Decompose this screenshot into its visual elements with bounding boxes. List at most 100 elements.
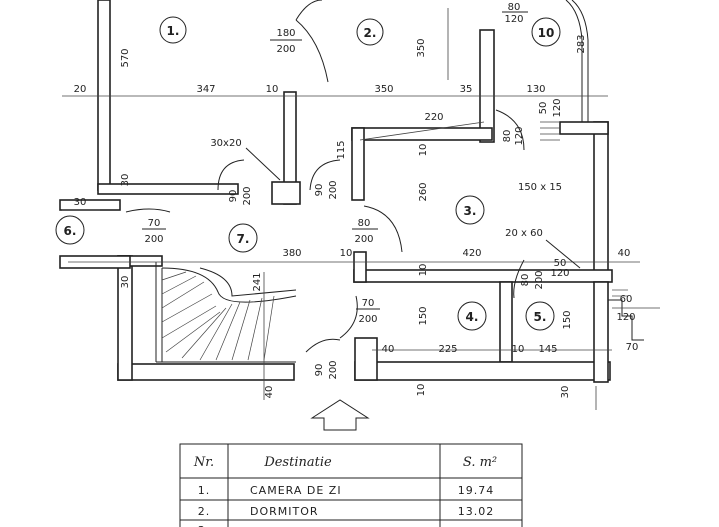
dim-420: 420 <box>462 248 481 259</box>
wall-curve-right <box>565 0 583 122</box>
dim-20: 20 <box>74 84 87 95</box>
dim-10e: 10 <box>512 344 525 355</box>
dim-220: 220 <box>424 112 443 123</box>
wall-stair-left <box>117 255 133 381</box>
table-row-1-dest: CAMERA DE ZI <box>250 484 342 497</box>
door-arc-room3-top <box>495 109 525 151</box>
room-4-label: 4. <box>466 310 479 324</box>
opening-70a: 70 <box>148 218 161 229</box>
table-header-surface: S. m² <box>463 455 497 470</box>
table-row-3-nr: 3. <box>198 524 211 527</box>
stairs-right <box>540 121 644 341</box>
wall-bottom-left <box>117 363 295 381</box>
opening-80b-200: 200 <box>534 270 545 289</box>
room-3-label: 3. <box>464 204 477 218</box>
room-labels: 1. 2. 10 3. 4. 5. 6. 7. <box>55 16 561 331</box>
room-3-circle <box>455 195 485 225</box>
table-row-1-nr: 1. <box>198 484 211 497</box>
table-row-1-s: 19.74 <box>458 484 495 497</box>
opening-80-side: 80 <box>502 130 513 143</box>
wall-left-room1 <box>97 0 111 191</box>
opening-150x15: 150 x 15 <box>518 182 562 193</box>
door-arc-room5 <box>513 259 525 299</box>
dim-10d: 10 <box>418 264 429 277</box>
dim-347: 347 <box>196 84 215 95</box>
table-header-destinatie: Destinatie <box>263 455 332 470</box>
room-10-label: 10 <box>538 26 555 40</box>
room-5-label: 5. <box>534 310 547 324</box>
dim-40b: 40 <box>382 344 395 355</box>
room-6-circle <box>55 215 85 245</box>
area-table: Nr. Destinatie S. m² 1. CAMERA DE ZI 19.… <box>179 443 523 527</box>
dim-130: 130 <box>526 84 545 95</box>
dim-380: 380 <box>282 248 301 259</box>
dim-10a: 10 <box>266 84 279 95</box>
table-row-2-dest: DORMITOR <box>250 505 319 518</box>
dim-10c: 10 <box>340 248 353 259</box>
wall-chimney <box>479 29 495 143</box>
room-4-circle <box>457 301 487 331</box>
dim-30b: 30 <box>120 174 131 187</box>
dim-150b: 150 <box>562 310 573 329</box>
door-arc-a <box>309 159 341 191</box>
opening-30x20: 30x20 <box>210 138 241 149</box>
dim-570: 570 <box>120 48 131 67</box>
door-arc-room2 <box>295 19 329 83</box>
door-arc-room6 <box>125 208 171 213</box>
dimension-text: 570 350 283 20 347 10 350 35 130 220 50 … <box>74 34 639 398</box>
wall-room3-left <box>351 127 365 201</box>
table-row-2-s: 13.02 <box>458 505 495 518</box>
dim-35: 35 <box>460 84 473 95</box>
opening-70b: 70 <box>362 298 375 309</box>
table-row-2-nr: 2. <box>198 505 211 518</box>
opening-80-120: 120 <box>504 14 523 25</box>
walls <box>59 0 613 383</box>
wall-room1-bottom <box>97 183 239 195</box>
dim-120b: 120 <box>616 312 635 323</box>
room-5-circle <box>525 301 555 331</box>
opening-70b-200: 200 <box>358 314 377 325</box>
room-7-label: 7. <box>237 232 250 246</box>
dim-30d: 30 <box>560 386 571 399</box>
room-7-circle <box>228 223 258 253</box>
wall-stub <box>353 251 367 283</box>
entrance-arrow-icon <box>310 399 370 431</box>
opening-90a-200: 200 <box>242 186 253 205</box>
wall-room3-bottom <box>353 269 613 283</box>
door-arc-room3 <box>363 205 403 253</box>
dim-225: 225 <box>438 344 457 355</box>
table-header-nr: Nr. <box>193 455 214 470</box>
opening-70a-200: 200 <box>144 234 163 245</box>
opening-90c: 90 <box>314 364 325 377</box>
wall-room4-left <box>354 337 378 381</box>
dim-350-vertical: 350 <box>416 38 427 57</box>
dim-283: 283 <box>576 34 587 53</box>
wall-right-outer <box>593 121 609 283</box>
opening-90b: 90 <box>314 184 325 197</box>
dim-30a: 30 <box>74 197 87 208</box>
opening-50-120: 120 <box>550 268 569 279</box>
dim-145: 145 <box>538 344 557 355</box>
dim-241: 241 <box>252 272 263 291</box>
dim-10b: 10 <box>418 144 429 157</box>
opening-80a-200: 200 <box>354 234 373 245</box>
wall-right-top <box>559 121 609 135</box>
room-1-label: 1. <box>167 24 180 38</box>
room-10-circle <box>531 17 561 47</box>
opening-90b-200: 200 <box>328 180 339 199</box>
door-swings <box>125 0 525 353</box>
dim-10f: 10 <box>416 384 427 397</box>
door-arc-room4 <box>339 295 358 339</box>
dim-70: 70 <box>626 342 639 353</box>
room-1-circle <box>159 16 187 44</box>
opening-80: 80 <box>508 2 521 13</box>
room-2-circle <box>356 18 384 46</box>
dim-350: 350 <box>374 84 393 95</box>
opening-90c-200: 200 <box>328 360 339 379</box>
opening-labels: 180 200 80 120 30x20 90 200 90 200 80 20… <box>142 2 581 380</box>
opening-180: 180 <box>276 28 295 39</box>
opening-80b: 80 <box>520 274 531 287</box>
opening-20x60: 20 x 60 <box>505 228 543 239</box>
dim-260: 260 <box>418 182 429 201</box>
